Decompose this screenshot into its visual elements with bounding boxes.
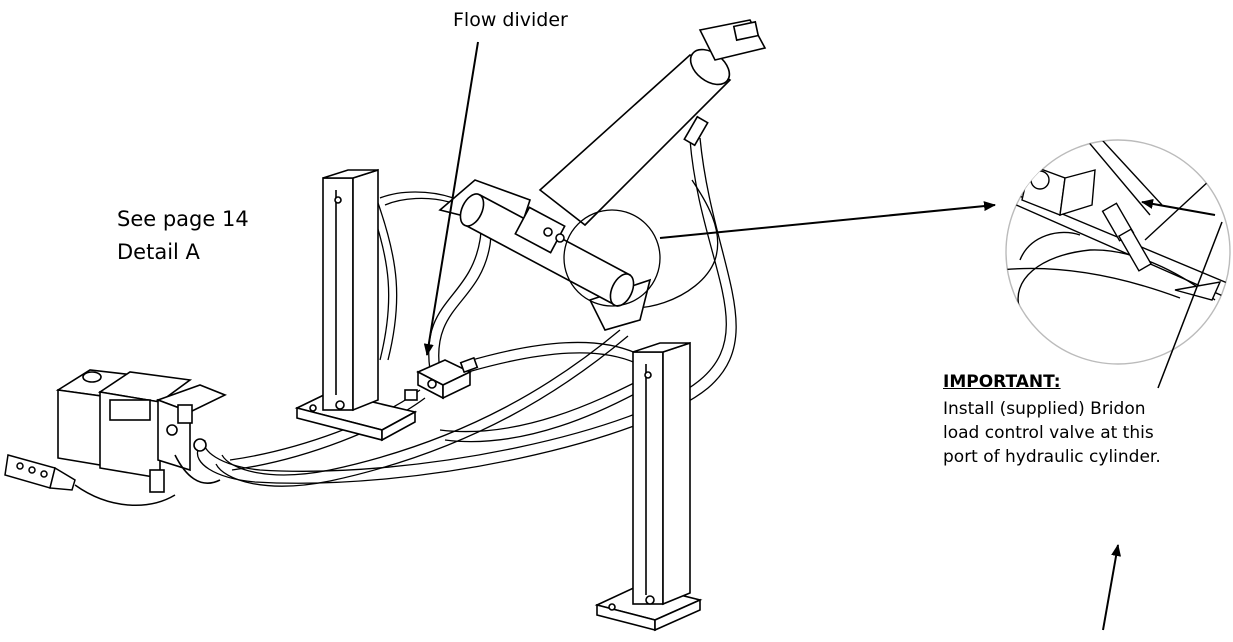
important-line3: port of hydraulic cylinder. <box>943 447 1161 467</box>
flow-divider-label: Flow divider <box>453 9 568 31</box>
detail-magnifier-circle <box>1005 139 1231 365</box>
left-post <box>294 168 418 442</box>
arrow-to-port <box>1141 199 1216 216</box>
magnifier-circle <box>563 209 661 307</box>
important-heading: IMPORTANT: <box>943 372 1061 392</box>
see-page-label: See page 14 Detail A <box>117 203 249 269</box>
right-post <box>594 341 703 632</box>
hydraulic-hoses <box>196 137 737 487</box>
leader-arrows <box>423 41 1223 631</box>
pendant-control <box>4 454 176 506</box>
see-page-line2: Detail A <box>117 240 200 264</box>
arrow-to-detail <box>659 201 996 239</box>
hydraulic-cylinder <box>438 19 767 331</box>
hydraulic-power-unit <box>55 369 227 493</box>
see-page-line1: See page 14 <box>117 207 249 231</box>
important-body: Install (supplied) Bridon load control v… <box>943 397 1161 469</box>
important-line1: Install (supplied) Bridon <box>943 399 1146 419</box>
leader-important <box>1157 221 1223 389</box>
arrow-flow-divider <box>423 41 479 356</box>
flow-divider <box>404 356 479 401</box>
arrow-bottom <box>1102 544 1122 631</box>
important-line2: load control valve at this <box>943 423 1154 443</box>
